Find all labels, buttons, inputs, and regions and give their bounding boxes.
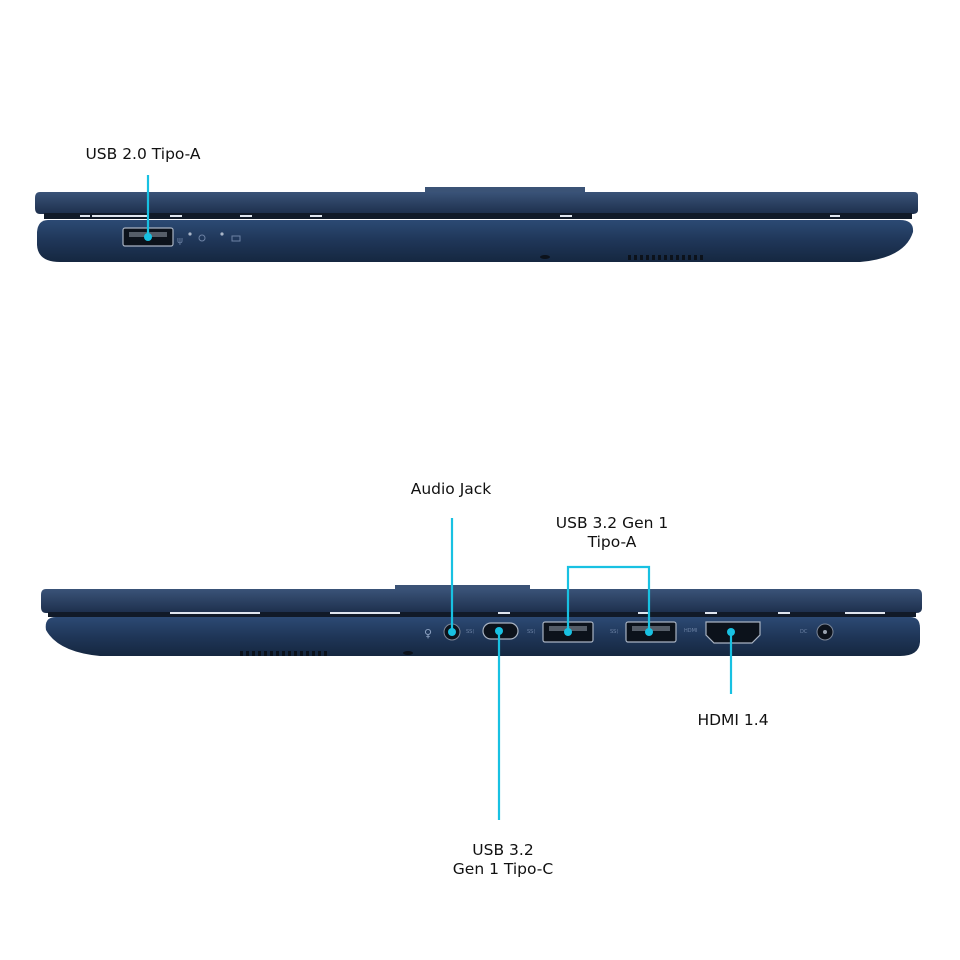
base [45,617,920,656]
laptop-right-side: ♀ SS⟨ SS⟨ SS⟨ HDMI DC [41,585,922,656]
usb-icon: ψ [177,236,183,246]
speaker-grille [240,651,327,656]
dc-power-icon: DC [800,629,808,635]
label-usbc-line1: USB 3.2 [472,841,534,859]
hinge-bump [395,585,530,590]
label-usb32a-line1: USB 3.2 Gen 1 [555,514,669,532]
callout-usb32a [566,565,651,632]
led-icon [188,232,192,236]
label-usb32a-line2: Tipo-A [587,533,637,551]
label-usbc: USB 3.2 Gen 1 Tipo-C [453,841,553,879]
callout-lines [146,175,733,820]
svg-text:SS⟨: SS⟨ [610,629,618,635]
label-usbc-line2: Gen 1 Tipo-C [452,860,554,878]
battery-icon [231,235,241,242]
speaker-grille [628,255,703,260]
lid [41,589,922,613]
label-usb32a: USB 3.2 Gen 1 Tipo-A [556,514,668,552]
label-audio-jack: Audio Jack [410,480,492,498]
label-usb20: USB 2.0 Tipo-A [85,145,201,163]
lid [35,192,918,214]
svg-text:HDMI: HDMI [684,628,697,634]
laptop-left-side: ψ [35,187,918,262]
base [37,220,914,262]
headphone-icon: ♀ [424,627,432,640]
hinge-bump [425,187,585,192]
svg-text:SS⟨: SS⟨ [466,629,474,635]
svg-text:SS⟨: SS⟨ [527,629,535,635]
label-hdmi: HDMI 1.4 [697,711,769,729]
